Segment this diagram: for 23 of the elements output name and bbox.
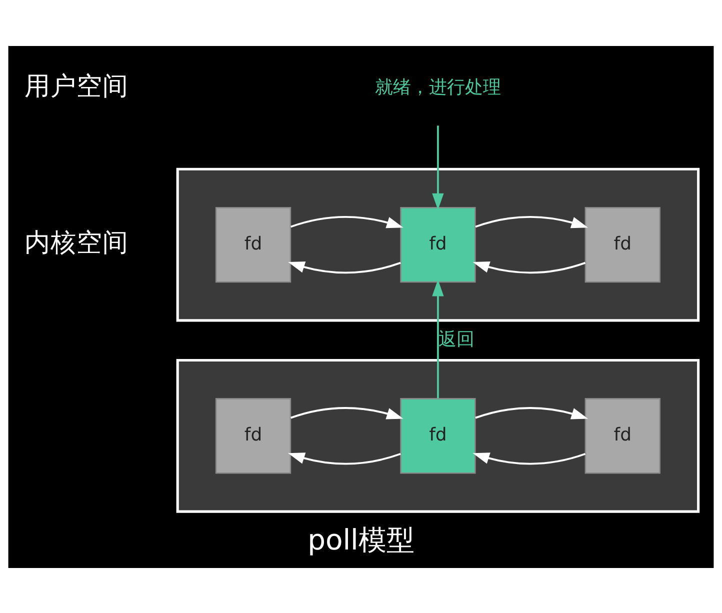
node-text: 就绪，进行处理 [374,76,501,98]
arrow [432,279,444,398]
arrow [288,260,401,274]
node-box: fd [584,398,660,474]
arrow [472,260,586,274]
arrow [475,215,588,228]
arrow [475,406,588,419]
node-box: fd [215,398,292,474]
node-box: fd [400,206,476,282]
node-box: fd [400,398,476,474]
arrow [472,452,586,464]
cluster [176,167,700,322]
arrow [288,452,401,464]
arrow [290,406,404,419]
label: 内核空间 [24,228,128,258]
node-box: fd [584,206,660,282]
edge-label: 返回 [438,328,475,350]
label: 用户空间 [24,71,128,102]
arrow [290,215,404,228]
caption: poll模型 [308,523,414,556]
node-box: fd [215,206,292,282]
cluster [176,358,700,512]
arrow [432,125,444,210]
